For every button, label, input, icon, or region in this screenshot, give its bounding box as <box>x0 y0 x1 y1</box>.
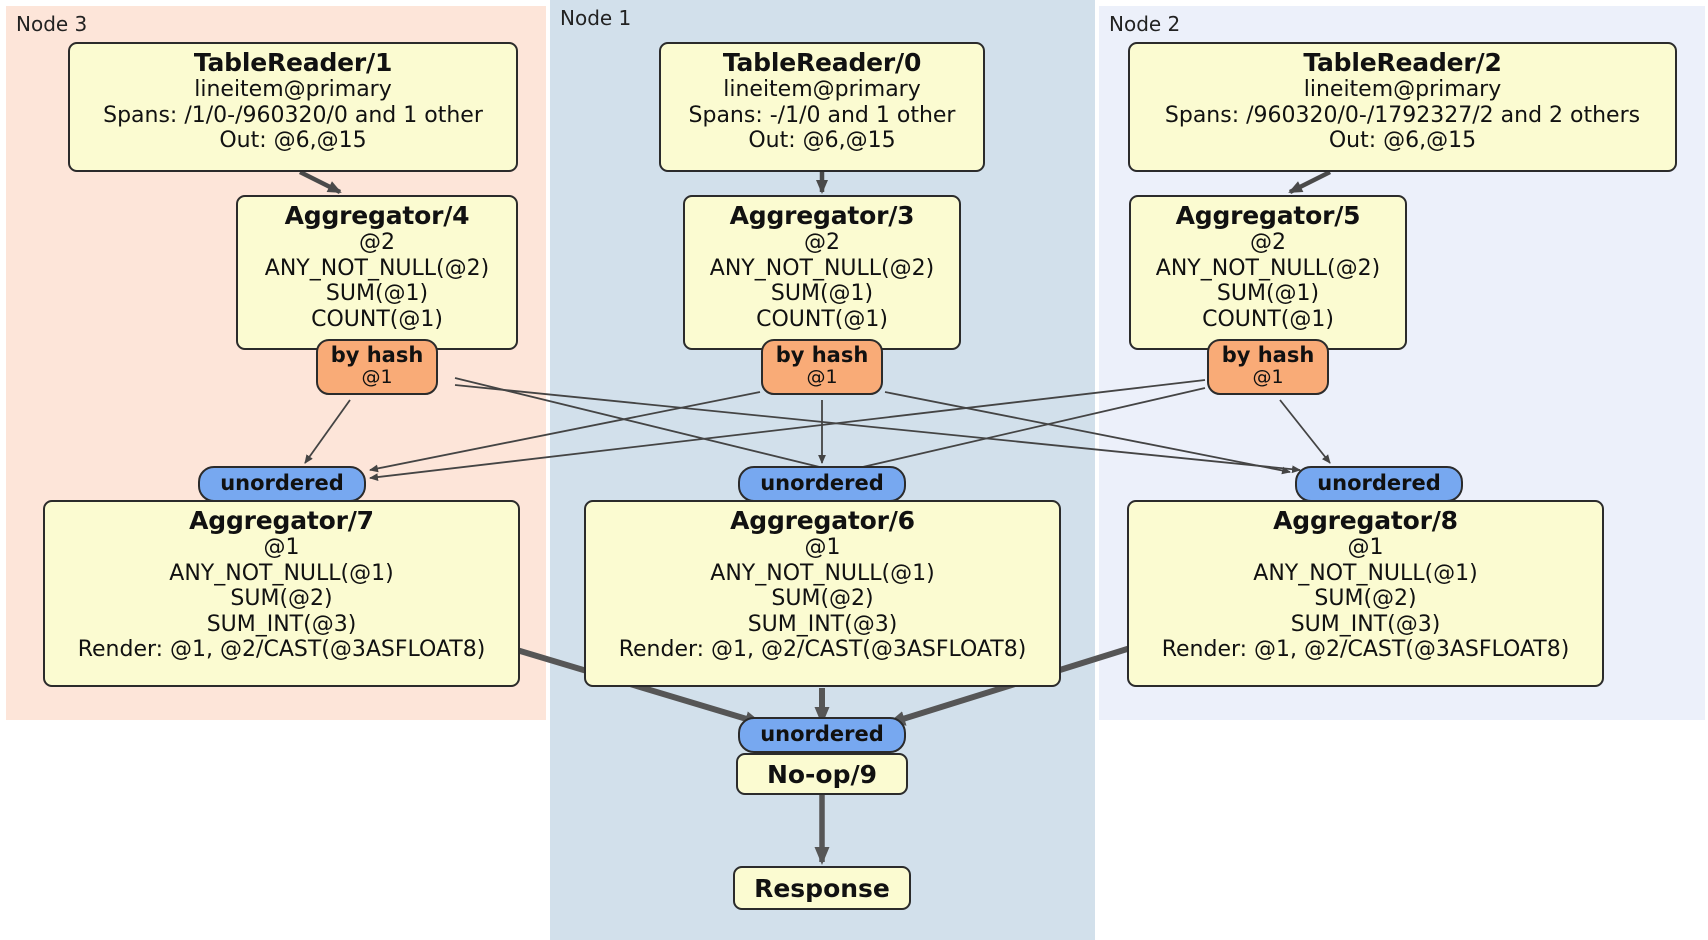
synchronizer-unordered-right[interactable]: unordered <box>1295 466 1463 502</box>
processor-detail-line: COUNT(@1) <box>756 306 888 332</box>
router-column: @1 <box>1252 366 1284 389</box>
node-panel-label-node-2: Node 2 <box>1109 12 1181 36</box>
processor-render-line: Render: @1, @2/CAST(@3ASFLOAT8) <box>618 637 1027 663</box>
processor-detail-line: SUM_INT(@3) <box>1290 611 1441 637</box>
processor-render-line: Render: @1, @2/CAST(@3ASFLOAT8) <box>77 637 486 663</box>
processor-detail-line: SUM(@1) <box>325 281 429 307</box>
synchronizer-unordered-left[interactable]: unordered <box>198 466 366 502</box>
processor-detail-line: @2 <box>1250 230 1286 255</box>
processor-box-table-reader-1[interactable]: TableReader/1 lineitem@primary Spans: /1… <box>68 42 518 172</box>
processor-detail-line: SUM(@2) <box>771 586 874 612</box>
processor-box-aggregator-5[interactable]: Aggregator/5 @2 ANY_NOT_NULL(@2) SUM(@1)… <box>1129 195 1407 350</box>
processor-title: Aggregator/5 <box>1175 201 1361 230</box>
processor-detail-line: @2 <box>804 230 840 255</box>
router-label: by hash <box>775 343 869 367</box>
processor-detail-line: Out: @6,@15 <box>219 128 367 154</box>
processor-detail-line: lineitem@primary <box>1303 77 1502 102</box>
synchronizer-unordered-final[interactable]: unordered <box>738 717 906 753</box>
node-panel-label-node-3: Node 3 <box>16 12 88 36</box>
processor-detail-line: lineitem@primary <box>723 77 921 102</box>
router-label: by hash <box>330 343 424 367</box>
processor-detail-line: ANY_NOT_NULL(@2) <box>1155 255 1381 281</box>
synchronizer-label: unordered <box>220 471 344 496</box>
processor-title: Response <box>754 873 890 903</box>
processor-detail-line: Out: @6,@15 <box>1328 128 1477 154</box>
synchronizer-label: unordered <box>760 722 884 747</box>
processor-detail-line: SUM_INT(@3) <box>206 611 357 637</box>
processor-title: TableReader/1 <box>193 48 393 77</box>
router-label: by hash <box>1221 343 1315 367</box>
processor-title: Aggregator/4 <box>284 201 470 230</box>
processor-detail-line: Spans: /960320/0-/1792327/2 and 2 others <box>1164 102 1641 128</box>
router-by-hash-center[interactable]: by hash @1 <box>761 339 883 395</box>
processor-detail-line: COUNT(@1) <box>311 306 443 332</box>
node-panel-label-node-1: Node 1 <box>560 6 632 30</box>
processor-detail-line: ANY_NOT_NULL(@2) <box>264 255 490 281</box>
synchronizer-unordered-center[interactable]: unordered <box>738 466 906 502</box>
processor-detail-line: Out: @6,@15 <box>748 128 896 154</box>
processor-box-table-reader-2[interactable]: TableReader/2 lineitem@primary Spans: /9… <box>1128 42 1677 172</box>
processor-detail-line: ANY_NOT_NULL(@1) <box>710 560 935 586</box>
processor-detail-line: COUNT(@1) <box>1202 306 1334 332</box>
processor-title: Aggregator/7 <box>189 506 374 535</box>
router-column: @1 <box>806 366 838 389</box>
processor-detail-line: @1 <box>1347 535 1384 560</box>
processor-title: TableReader/0 <box>722 48 922 77</box>
processor-box-response[interactable]: Response <box>733 866 911 910</box>
processor-title: TableReader/2 <box>1303 48 1502 77</box>
processor-box-aggregator-3[interactable]: Aggregator/3 @2 ANY_NOT_NULL(@2) SUM(@1)… <box>683 195 961 350</box>
processor-box-aggregator-4[interactable]: Aggregator/4 @2 ANY_NOT_NULL(@2) SUM(@1)… <box>236 195 518 350</box>
processor-box-aggregator-8[interactable]: Aggregator/8 @1 ANY_NOT_NULL(@1) SUM(@2)… <box>1127 500 1604 687</box>
processor-detail-line: ANY_NOT_NULL(@2) <box>709 255 935 281</box>
processor-detail-line: lineitem@primary <box>194 77 392 102</box>
processor-detail-line: SUM(@2) <box>1314 586 1417 612</box>
router-column: @1 <box>361 366 393 389</box>
processor-box-aggregator-7[interactable]: Aggregator/7 @1 ANY_NOT_NULL(@1) SUM(@2)… <box>43 500 520 687</box>
processor-box-aggregator-6[interactable]: Aggregator/6 @1 ANY_NOT_NULL(@1) SUM(@2)… <box>584 500 1061 687</box>
processor-title: No-op/9 <box>766 759 878 789</box>
processor-detail-line: SUM(@1) <box>1216 281 1320 307</box>
processor-title: Aggregator/3 <box>729 201 915 230</box>
processor-detail-line: @2 <box>359 230 395 255</box>
processor-detail-line: Spans: -/1/0 and 1 other <box>688 102 956 128</box>
processor-box-no-op-9[interactable]: No-op/9 <box>736 753 908 795</box>
processor-title: Aggregator/6 <box>730 506 915 535</box>
synchronizer-label: unordered <box>760 471 884 496</box>
processor-detail-line: ANY_NOT_NULL(@1) <box>169 560 394 586</box>
processor-detail-line: SUM(@1) <box>770 281 874 307</box>
processor-title: Aggregator/8 <box>1273 506 1458 535</box>
processor-detail-line: SUM(@2) <box>230 586 333 612</box>
processor-detail-line: SUM_INT(@3) <box>747 611 898 637</box>
processor-detail-line: @1 <box>804 535 841 560</box>
synchronizer-label: unordered <box>1317 471 1441 496</box>
processor-render-line: Render: @1, @2/CAST(@3ASFLOAT8) <box>1161 637 1570 663</box>
router-by-hash-right[interactable]: by hash @1 <box>1207 339 1329 395</box>
router-by-hash-left[interactable]: by hash @1 <box>316 339 438 395</box>
processor-box-table-reader-0[interactable]: TableReader/0 lineitem@primary Spans: -/… <box>659 42 985 172</box>
processor-detail-line: ANY_NOT_NULL(@1) <box>1253 560 1478 586</box>
processor-detail-line: @1 <box>263 535 300 560</box>
processor-detail-line: Spans: /1/0-/960320/0 and 1 other <box>103 102 483 128</box>
